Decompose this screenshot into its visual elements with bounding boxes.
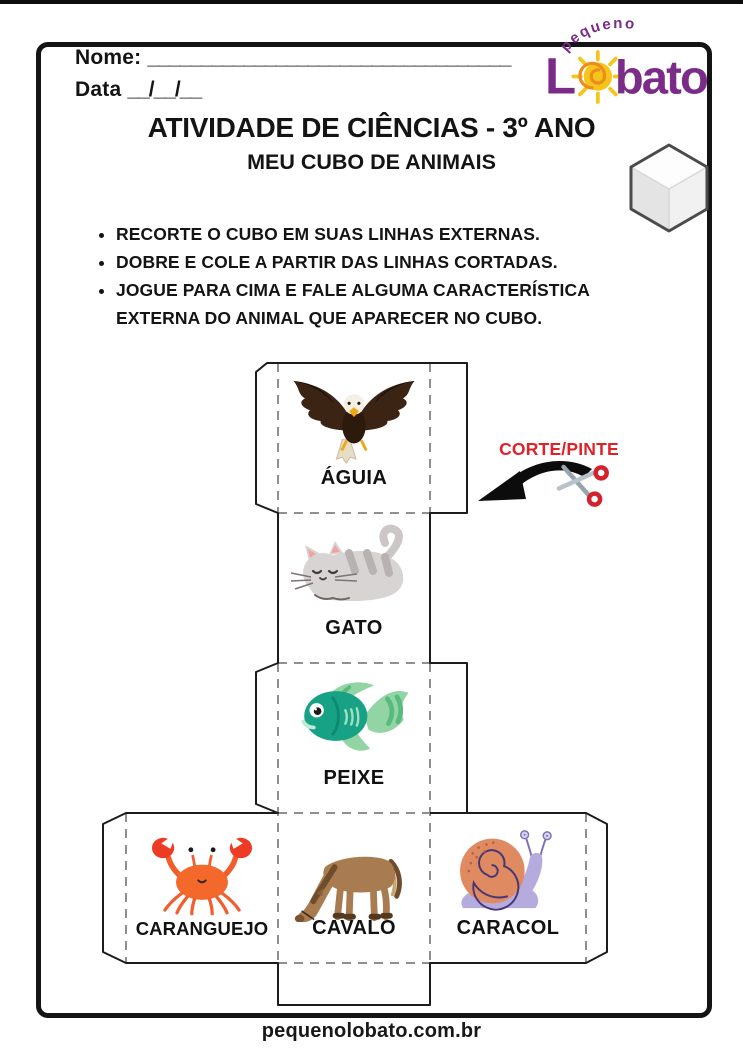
eagle-illustration bbox=[293, 380, 415, 464]
sun-spiral-icon bbox=[571, 50, 625, 104]
cube-face-gato: GATO bbox=[278, 513, 430, 663]
cut-lines bbox=[102, 362, 608, 1006]
date-row: Data __/__/__ bbox=[75, 78, 202, 102]
date-label: Data bbox=[75, 78, 122, 101]
cube-face-aguia: ÁGUIA bbox=[278, 363, 430, 513]
logo-rest-text: bato bbox=[615, 52, 707, 105]
worksheet-card bbox=[36, 42, 712, 1018]
cat-illustration bbox=[290, 524, 404, 601]
logo-letter-l: L bbox=[545, 48, 576, 105]
snail-illustration bbox=[460, 830, 552, 911]
name-writing-line: __________________________________ bbox=[147, 46, 511, 69]
date-writing-line: __/__/__ bbox=[127, 78, 202, 101]
cube-face-label-aguia: ÁGUIA bbox=[320, 467, 388, 489]
horse-illustration bbox=[294, 856, 402, 922]
scissors-icon bbox=[556, 464, 609, 507]
curved-arrow-left-icon bbox=[478, 461, 592, 501]
page-title: ATIVIDADE DE CIÊNCIAS - 3º ANO bbox=[147, 112, 596, 143]
crab-illustration bbox=[151, 833, 253, 916]
cube-face-cavalo: CAVALO bbox=[278, 813, 430, 963]
instruction-item: RECORTE O CUBO EM SUAS LINHAS EXTERNAS. bbox=[116, 220, 621, 248]
fish-illustration bbox=[301, 682, 409, 751]
cube-face-label-gato: GATO bbox=[325, 617, 383, 639]
cube-face-label-peixe: PEIXE bbox=[323, 767, 385, 789]
top-edge-line bbox=[0, 0, 743, 4]
3d-cube-icon bbox=[629, 143, 709, 233]
instructions-list: RECORTE O CUBO EM SUAS LINHAS EXTERNAS. … bbox=[94, 220, 621, 332]
cube-face-caracol: CARACOL bbox=[430, 813, 586, 963]
cube-face-label-cavalo: CAVALO bbox=[312, 917, 396, 939]
cube-face-peixe: PEIXE bbox=[278, 663, 430, 813]
pequeno-lobato-logo: pequeno L bato bbox=[545, 16, 709, 105]
name-label: Nome: bbox=[75, 46, 142, 69]
cube-face-caranguejo: CARANGUEJO bbox=[126, 813, 278, 963]
footer-website: pequenolobato.com.br bbox=[261, 1020, 482, 1042]
cut-note-label: CORTE/PINTE bbox=[499, 439, 619, 459]
cube-face-label-caranguejo: CARANGUEJO bbox=[135, 918, 269, 939]
instruction-item: JOGUE PARA CIMA E FALE ALGUMA CARACTERÍS… bbox=[116, 276, 621, 332]
cube-face-label-caracol: CARACOL bbox=[456, 917, 560, 939]
name-row: Nome: __________________________________ bbox=[75, 46, 511, 70]
page-subtitle: MEU CUBO DE ANIMAIS bbox=[247, 150, 496, 174]
cut-note-art bbox=[478, 461, 609, 507]
instruction-item: DOBRE E COLE A PARTIR DAS LINHAS CORTADA… bbox=[116, 248, 621, 276]
